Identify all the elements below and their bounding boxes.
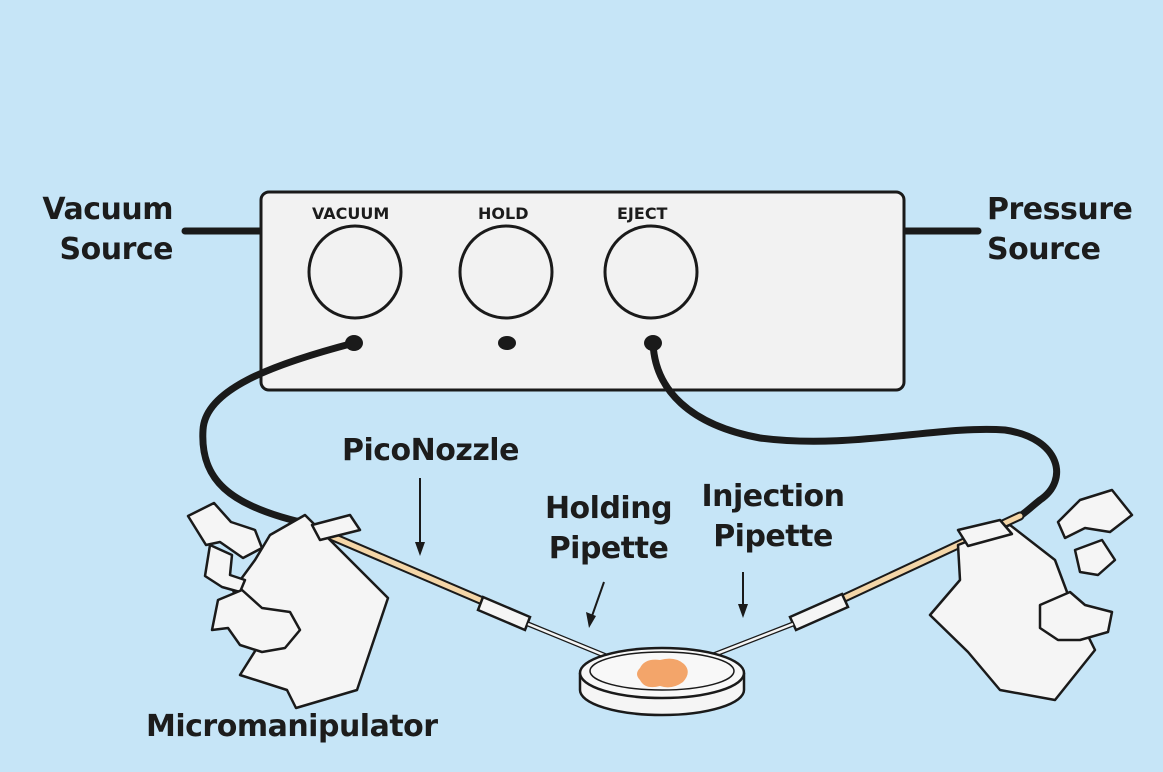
- piconozzle-label: PicoNozzle: [342, 433, 519, 468]
- injection-pipette-line-1: Injection: [701, 479, 845, 514]
- injection-pipette-line-2: Pipette: [713, 519, 833, 554]
- micromanipulator-label: Micromanipulator: [146, 709, 438, 744]
- injection-pipette-label: Injection Pipette: [693, 477, 853, 557]
- vacuum-knob: [307, 224, 403, 320]
- holding-pipette-label: Holding Pipette: [541, 489, 676, 569]
- pressure-source-label: Pressure Source: [987, 190, 1133, 270]
- controller-box: [259, 190, 906, 392]
- eject-tubing: [649, 339, 1060, 520]
- left-pipette-assembly: [293, 517, 651, 677]
- hold-button-label: HOLD: [478, 204, 529, 223]
- pointer-arrows: [415, 478, 748, 628]
- pressure-source-line-2: Source: [987, 232, 1101, 267]
- eject-button-label: EJECT: [617, 204, 668, 223]
- vacuum-source-line-2: Source: [59, 232, 174, 267]
- vacuum-source-label: Vacuum Source: [38, 190, 173, 270]
- hold-port: [498, 336, 516, 350]
- cell: [637, 658, 688, 688]
- vacuum-tubing: [199, 339, 358, 526]
- pressure-source-line-1: Pressure: [987, 192, 1133, 227]
- eject-knob: [603, 224, 699, 320]
- holding-pipette-line-1: Holding: [544, 491, 673, 526]
- left-micromanipulator: [186, 501, 390, 710]
- hold-knob: [458, 224, 554, 320]
- right-micromanipulator: [928, 488, 1134, 702]
- holding-pipette-arrow: [591, 581, 605, 617]
- holding-pipette-line-2: Pipette: [548, 531, 669, 566]
- vacuum-source-line-1: Vacuum: [42, 192, 173, 227]
- vacuum-button-label: VACUUM: [312, 204, 390, 223]
